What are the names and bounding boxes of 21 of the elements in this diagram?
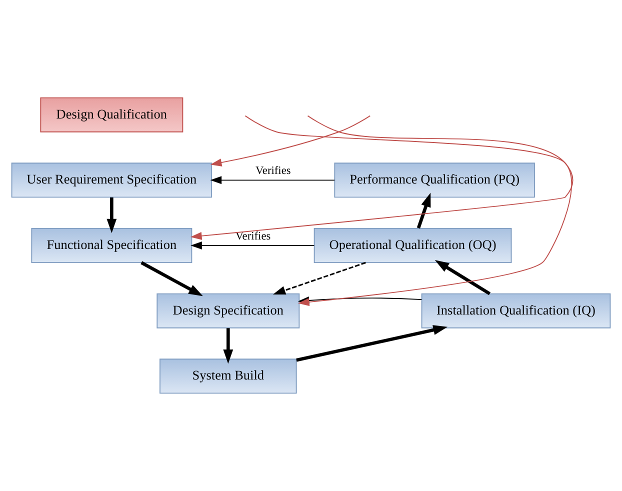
arrow: [434, 260, 491, 296]
node-box: Performance Qualification (PQ): [334, 162, 535, 198]
edge-label: Verifies: [235, 230, 271, 242]
arrow: [106, 197, 117, 234]
arrow: [416, 192, 431, 229]
arrow: [272, 262, 366, 295]
arrow: [296, 325, 448, 362]
arrow: [190, 242, 315, 250]
arrow: [140, 261, 203, 296]
node-box: System Build: [160, 358, 297, 394]
node-box: Design Specification: [156, 293, 300, 328]
arrow: [190, 115, 574, 240]
node-box: Operational Qualification (OQ): [314, 228, 512, 264]
node-box: Design Qualification: [40, 97, 184, 132]
node-box: Functional Specification: [31, 228, 192, 264]
arrow: [210, 115, 371, 166]
node-box: Installation Qualification (IQ): [421, 293, 611, 328]
arrow: [223, 328, 234, 364]
node-box: User Requirement Specification: [11, 162, 212, 198]
edge-label: Verifies: [255, 165, 291, 178]
arrow: [210, 176, 335, 184]
